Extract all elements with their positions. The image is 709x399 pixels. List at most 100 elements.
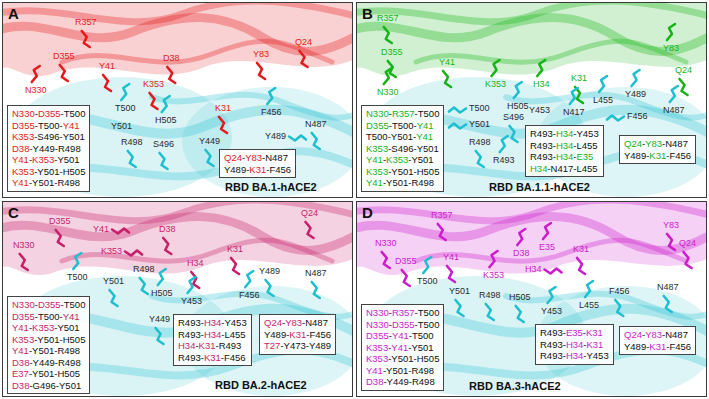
residue-label: R498 [121,137,143,148]
residue-label: H34 [187,258,204,269]
residue-label: Y41 [439,57,455,68]
panel-letter: A [8,5,19,22]
residue-stick [125,251,142,256]
residue-stick [570,88,578,104]
rbd-surface [182,286,353,396]
panel-letter: C [8,204,19,221]
residue-stick [667,24,675,40]
residue-stick [615,300,623,316]
interaction-list: Q24-Y83-N487 Y489-K31-F456 [624,329,691,352]
interaction-box: N330-R357-T500 D355-T500-Y41 T500-Y501-Y… [361,105,444,192]
residue-stick [684,252,692,268]
panel-title: RBD BA.1-hACE2 [225,181,317,194]
residue-stick [245,271,253,287]
residue-label: Y501 [469,119,490,130]
residue-stick [219,117,227,133]
residue-label: Y501 [111,121,132,132]
residue-label: R357 [431,210,453,221]
interaction-box: R493-H34-Y453 R493-H34-L455 H34-K31-R493… [173,314,252,366]
protein-cartoon [2,2,353,197]
residue-stick [545,269,562,274]
protein-cartoon [356,2,707,197]
residue-label: T500 [417,276,438,287]
residue-label: K31 [215,103,231,114]
residue-label: H34 [533,79,550,90]
residue-label: N330 [25,85,47,96]
residue-label: N487 [657,282,679,293]
ace2-helix [356,2,707,22]
residue-stick [443,71,451,87]
rbd-surface [536,87,707,197]
residue-stick [632,70,640,86]
residue-stick [167,67,175,83]
residue-stick [492,60,500,76]
residue-stick [537,60,545,76]
residue-stick [449,108,466,113]
residue-stick [312,282,320,298]
residue-label: K353 [483,270,504,281]
residue-label: R357 [75,17,97,28]
residue-stick [312,133,320,149]
interaction-box: R493-H34-Y453 R493-H34-L455 R493-H34-E35… [525,125,604,177]
residue-label: D38 [159,224,176,235]
residue-label: R493 [493,155,515,166]
residue-stick [257,63,265,79]
residue-label: Y449 [199,136,220,147]
panel-title: RBD BA.1.1-hACE2 [489,181,590,194]
residue-label: T500 [67,272,88,283]
residue-stick [510,126,518,142]
interaction-box: Q24-Y83-N487 Y489-K31-F456 T27-Y473-Y489 [259,314,336,355]
residue-label: S496 [153,139,174,150]
residue-label: D355 [53,51,75,62]
residue-label: E35 [539,242,555,253]
panel-letter: B [362,5,373,22]
residue-label: H505 [507,101,529,112]
ace2-helix [2,2,353,22]
residue-label: D38 [513,248,530,259]
residue-stick [438,224,446,240]
panel-title: RBD BA.3-hACE2 [469,380,561,393]
residue-stick [516,306,524,322]
residue-stick [56,230,64,246]
rbd-surface [536,286,707,396]
interaction-box: Q24-Y83-N487 Y489-K31-F456 [619,326,696,355]
interaction-list: N330-R357-T500 D355-T500-Y41 T500-Y501-Y… [366,108,439,189]
residue-label: N487 [305,119,327,130]
rbd-surface [182,87,353,197]
interaction-list: Q24-Y83-N487 Y489-K31-F456 [624,138,691,161]
residue-label: R498 [133,264,155,275]
ace2-helix [356,201,707,221]
residue-label: N330 [377,87,399,98]
residue-label: D38 [163,53,180,64]
residue-label: L455 [579,300,599,311]
residue-stick [267,88,275,104]
panel-letter: D [362,204,373,221]
residue-label: Y489 [259,266,280,277]
interaction-list: Q24-Y83-N487 Y489-K31-F456 [224,152,291,175]
residue-label: R498 [479,290,501,301]
interaction-list: R493-H34-Y453 R493-H34-L455 R493-H34-E35… [530,128,599,174]
residue-stick [664,296,672,312]
residue-label: Q24 [675,65,692,76]
interaction-box: N330-D355-T500 D355-T500-Y41 Y41-K353-Y5… [7,296,90,394]
residue-label: H505 [155,115,177,126]
residue-stick [577,258,585,274]
residue-stick [206,150,214,166]
residue-label: N487 [305,268,327,279]
residue-stick [188,277,196,293]
residue-stick [300,51,308,67]
residue-stick [449,124,466,129]
residue-stick [20,254,28,270]
residue-stick [306,222,314,238]
residue-stick [60,65,68,81]
interaction-box: Q24-Y83-N487 Y489-K31-F456 [219,149,296,178]
residue-label: D355 [381,47,403,58]
residue-stick [163,238,171,254]
residue-label: N417 [563,107,585,118]
residue-label: R498 [469,137,491,148]
residue-stick [517,229,525,245]
residue-label: Y83 [253,49,269,60]
residue-label: N330 [375,238,397,249]
residue-stick [476,151,484,167]
